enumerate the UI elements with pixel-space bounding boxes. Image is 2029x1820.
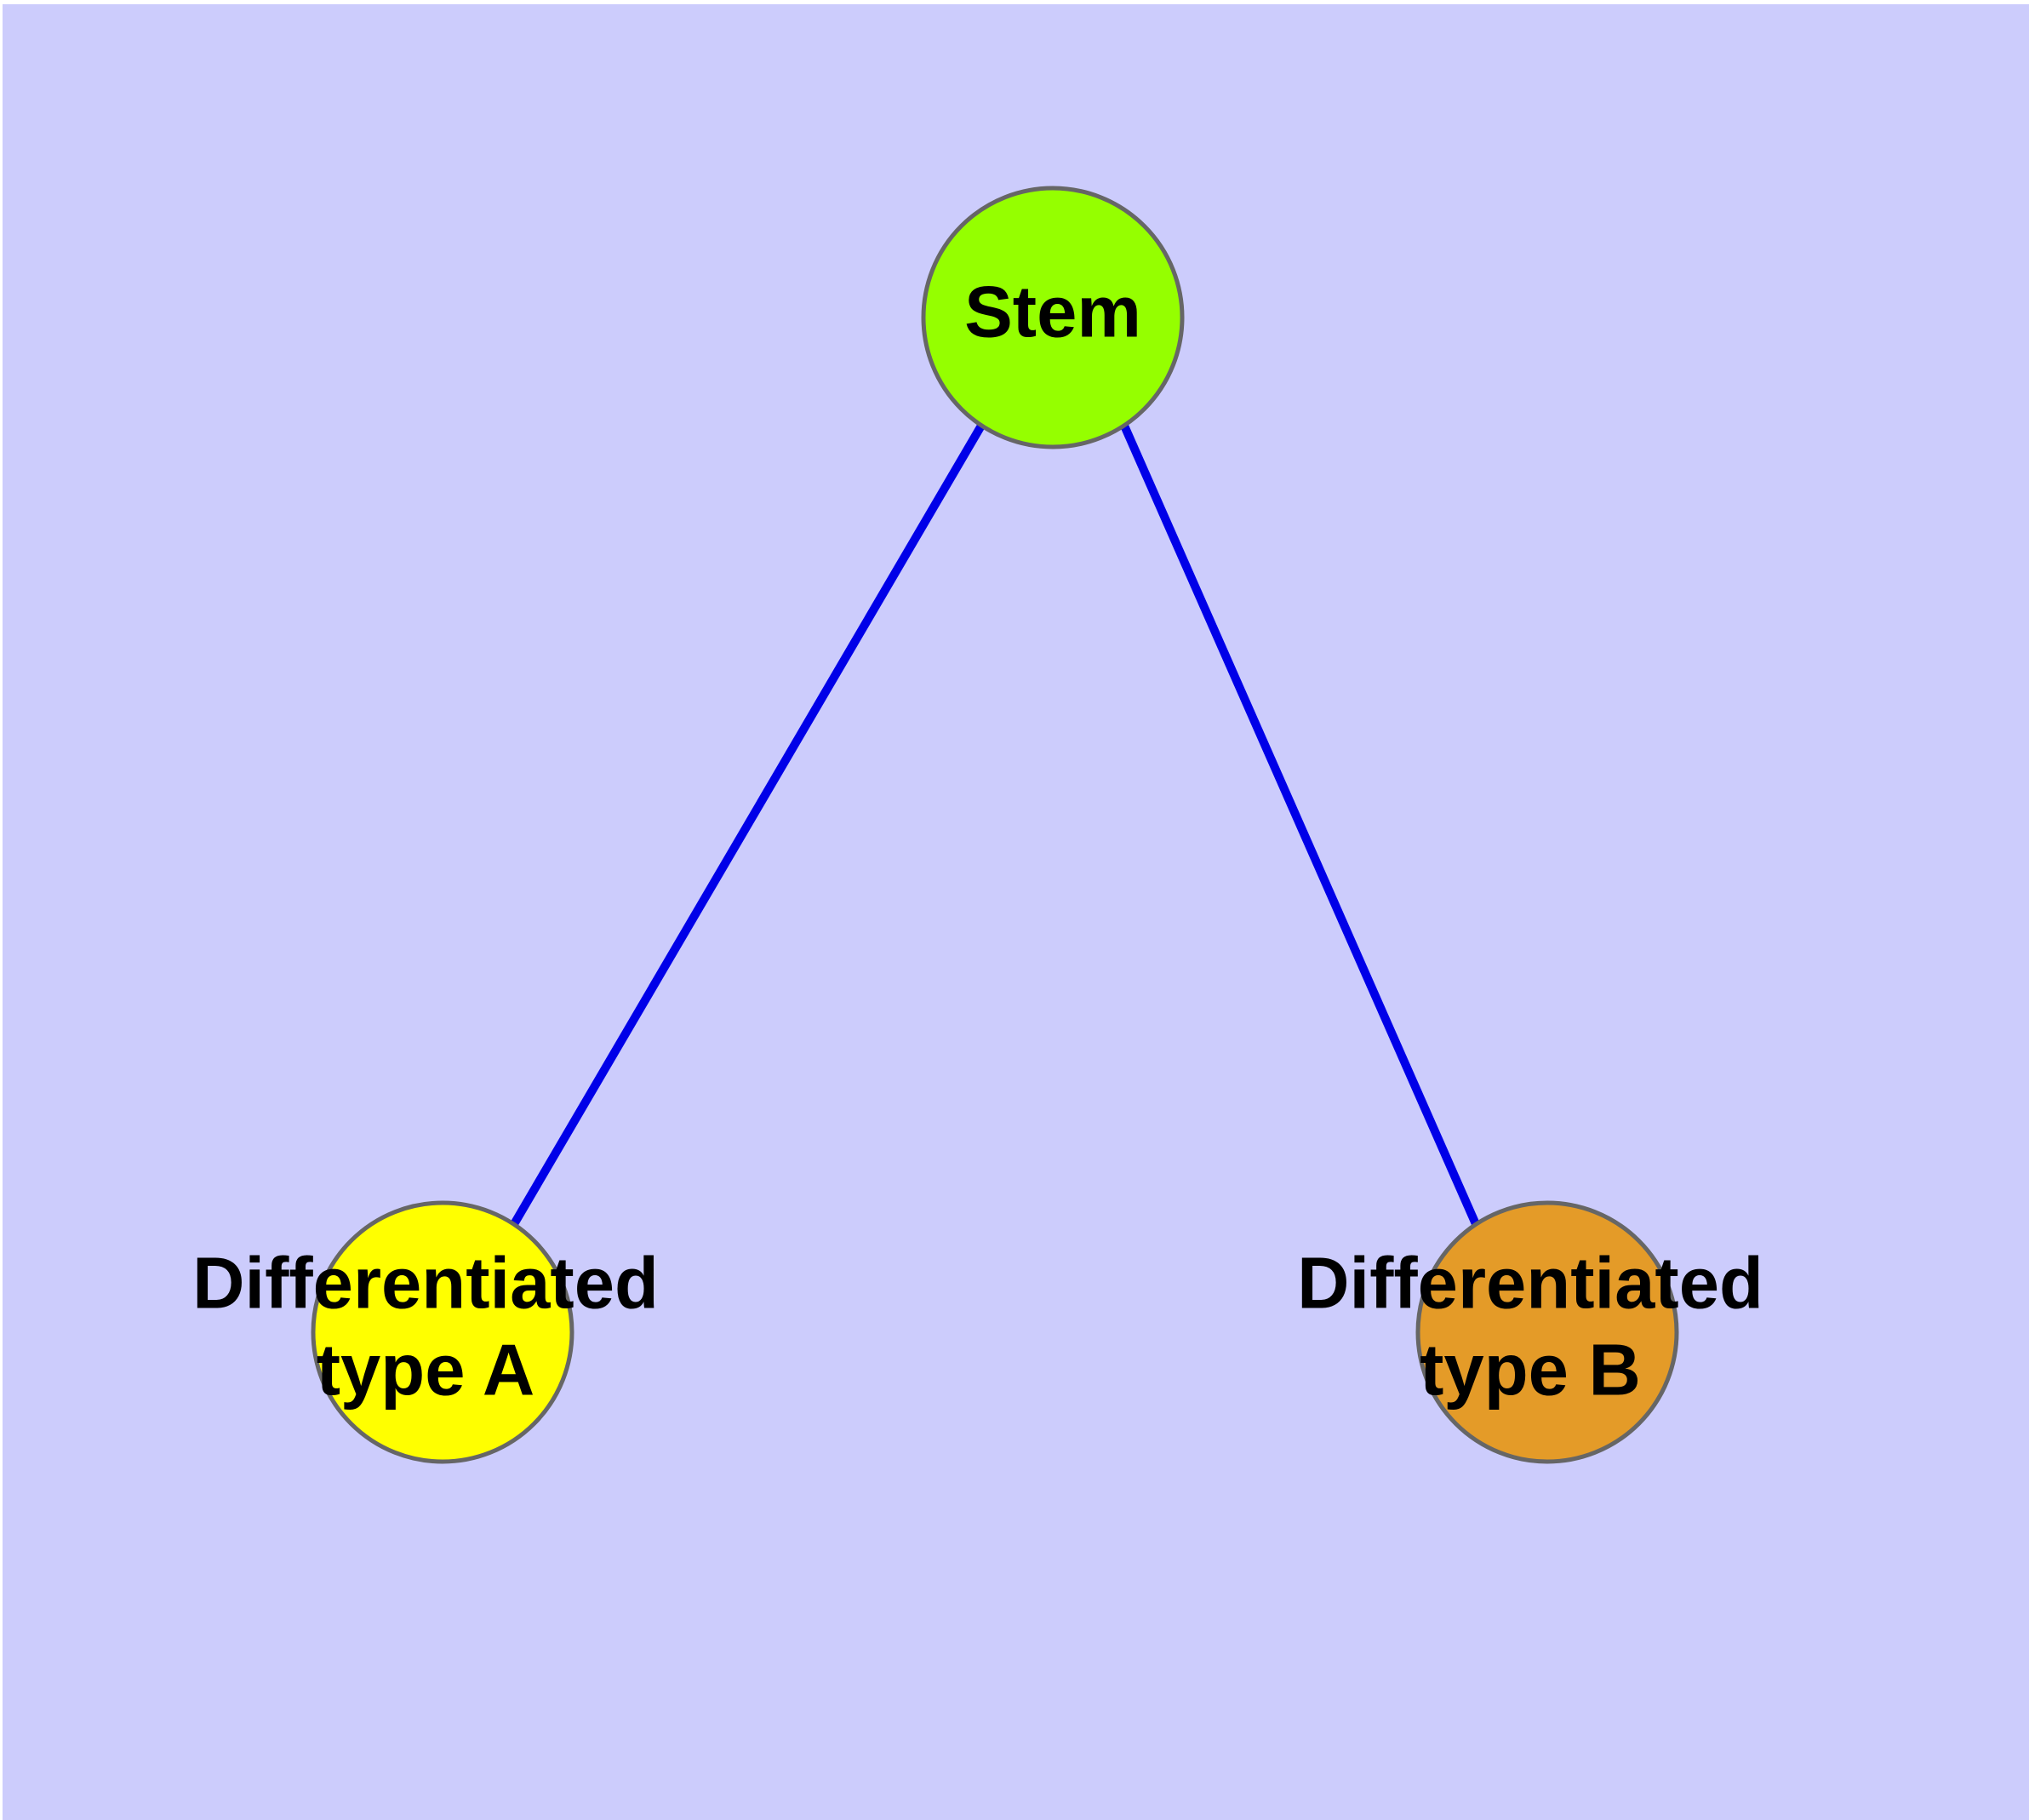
node-stem-label: Stem [964,272,1141,352]
edge-stem-to-differentiated-type-a [510,423,986,1227]
node-stem[interactable]: Stem [921,186,1185,449]
node-layer: Stem Differentiated type A Differentiate… [192,186,1763,1464]
edge-stem-to-differentiated-type-b [1120,423,1480,1227]
edge-layer [510,423,1480,1227]
node-differentiated-type-a[interactable]: Differentiated type A [192,1200,659,1464]
node-differentiated-type-b-label-line-1: Differentiated [1297,1243,1763,1324]
node-differentiated-type-a-label-line-2: type A [317,1330,535,1411]
node-differentiated-type-b[interactable]: Differentiated type B [1297,1200,1763,1464]
node-differentiated-type-b-label-line-2: type B [1420,1330,1641,1411]
node-differentiated-type-b-circle[interactable] [1415,1200,1679,1464]
node-stem-circle[interactable] [921,186,1185,449]
node-differentiated-type-a-label-line-1: Differentiated [192,1243,659,1324]
node-differentiated-type-a-circle[interactable] [311,1200,574,1464]
